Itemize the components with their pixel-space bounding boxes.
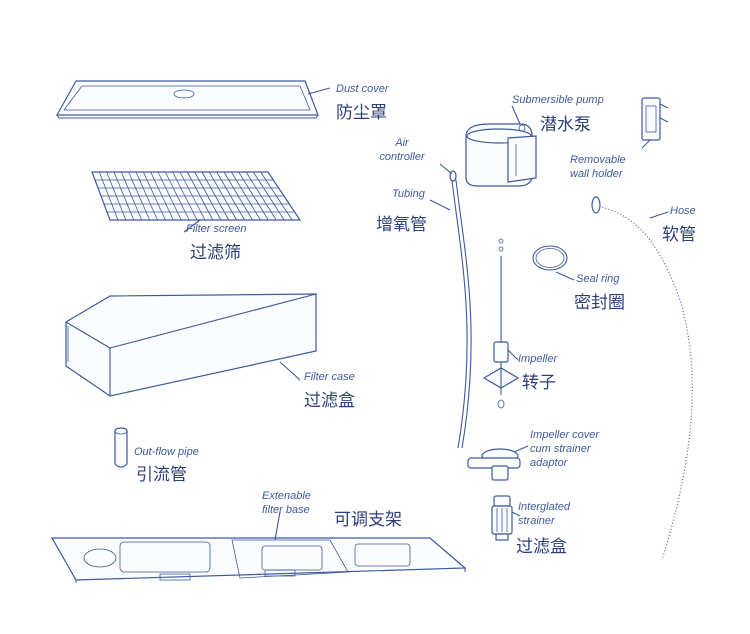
strainer-label-zh: 过滤盒 xyxy=(516,537,567,557)
strainer-label-en2: strainer xyxy=(518,515,556,527)
air-controller-label-en1: Air xyxy=(394,137,410,149)
seal-ring xyxy=(532,245,568,271)
dust-cover xyxy=(55,80,319,119)
tubing-leader xyxy=(429,199,451,211)
pump-label-zh: 潜水泵 xyxy=(540,115,591,135)
filter-screen xyxy=(91,171,302,221)
dust-cover-label-en: Dust cover xyxy=(336,83,390,95)
filter-case xyxy=(65,293,317,397)
outflow-pipe xyxy=(114,427,128,468)
seal-ring-label-zh: 密封圈 xyxy=(574,293,625,313)
filter-screen-label-zh: 过滤筛 xyxy=(190,243,241,263)
impeller-leader xyxy=(507,349,519,361)
hose-label-en: Hose xyxy=(670,205,696,217)
filter-screen-leader xyxy=(183,219,201,233)
tubing-label-en: Tubing xyxy=(392,188,426,200)
impeller-label-en: Impeller xyxy=(518,353,558,365)
wall-holder-leader xyxy=(641,139,651,149)
seal-ring-leader xyxy=(555,271,575,281)
filter-base-label-zh: 可调支架 xyxy=(334,510,402,530)
impeller-cover-label-en1: Impeller cover xyxy=(530,429,600,441)
seal-ring-label-en: Seal ring xyxy=(576,273,620,285)
wall-holder-label-en2: wall holder xyxy=(570,168,624,180)
dust-cover-label-zh: 防尘罩 xyxy=(336,103,387,123)
wall-holder xyxy=(641,97,669,141)
air-tubing xyxy=(449,170,472,449)
strainer-label-en1: Interglated xyxy=(518,501,571,513)
dust-cover-leader xyxy=(307,87,331,95)
impeller-cover-label-en3: adaptor xyxy=(530,457,569,469)
impeller-label-zh: 转子 xyxy=(522,373,556,393)
wall-holder-label-en1: Removable xyxy=(570,154,626,166)
submersible-pump xyxy=(465,123,537,187)
air-controller-leader xyxy=(439,163,453,175)
pump-leader xyxy=(511,105,521,125)
filter-base-label-en1: Extenable xyxy=(262,490,311,502)
air-controller-label-en2: controller xyxy=(379,151,426,163)
filter-base xyxy=(50,537,467,583)
filter-base-leader xyxy=(274,511,281,541)
pump-label-en: Submersible pump xyxy=(512,94,604,106)
impeller-cover xyxy=(467,448,521,481)
hose-leader xyxy=(649,211,669,219)
integrated-strainer xyxy=(491,495,513,541)
filter-case-leader xyxy=(279,361,301,381)
hose-label-zh: 软管 xyxy=(662,225,696,245)
hose xyxy=(591,196,696,561)
filter-screen-label-en: Filter screen xyxy=(186,223,247,235)
outflow-pipe-label-en: Out-flow pipe xyxy=(134,446,199,458)
filter-case-label-en: Filter case xyxy=(304,371,355,383)
filter-case-label-zh: 过滤盒 xyxy=(304,391,355,411)
filter-base-label-en2: filter base xyxy=(262,504,310,516)
strainer-leader xyxy=(511,511,521,517)
impeller xyxy=(482,238,520,409)
impeller-cover-label-en2: cum strainer xyxy=(530,443,592,455)
impeller-cover-leader xyxy=(513,445,529,453)
tubing-label-zh: 增氧管 xyxy=(376,215,427,235)
outflow-pipe-label-zh: 引流管 xyxy=(136,465,187,485)
